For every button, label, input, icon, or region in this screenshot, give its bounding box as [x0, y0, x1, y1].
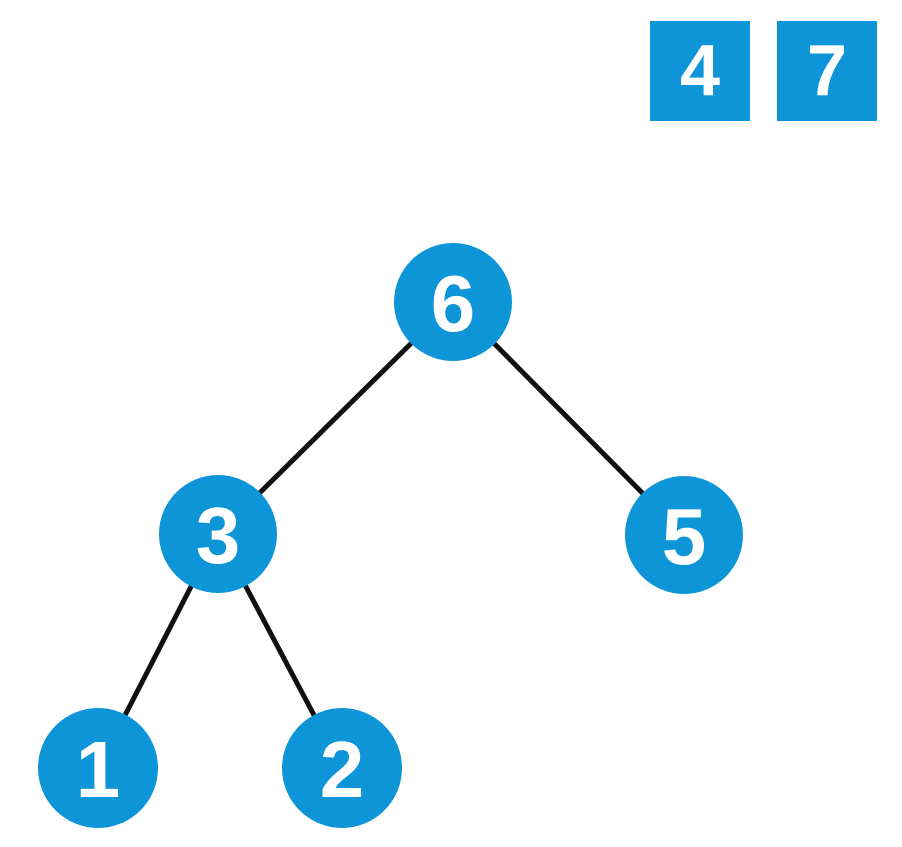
tree-node-circle[interactable] — [159, 475, 277, 593]
tree-node-label: 1 — [76, 725, 121, 814]
pending-value-box[interactable]: 4 — [650, 21, 750, 121]
pending-value-label: 4 — [679, 31, 721, 111]
pending-value-label: 7 — [806, 31, 848, 111]
tree-node-left-right[interactable]: 2 — [282, 708, 402, 828]
tree-node-label: 2 — [320, 725, 365, 814]
pending-values: 4 7 — [650, 21, 877, 121]
tree-node-label: 6 — [431, 259, 476, 348]
tree-node-right[interactable]: 5 — [625, 476, 743, 594]
pending-value-box[interactable]: 7 — [777, 21, 877, 121]
tree-node-left[interactable]: 3 — [159, 475, 277, 593]
tree-node-root[interactable]: 6 — [394, 243, 512, 361]
tree-node-circle[interactable] — [394, 243, 512, 361]
tree-node-label: 3 — [196, 491, 241, 580]
tree-node-circle[interactable] — [625, 476, 743, 594]
tree-node-circle[interactable] — [38, 708, 158, 828]
tree-node-left-left[interactable]: 1 — [38, 708, 158, 828]
tree-node-circle[interactable] — [282, 708, 402, 828]
tree-node-label: 5 — [662, 492, 707, 581]
